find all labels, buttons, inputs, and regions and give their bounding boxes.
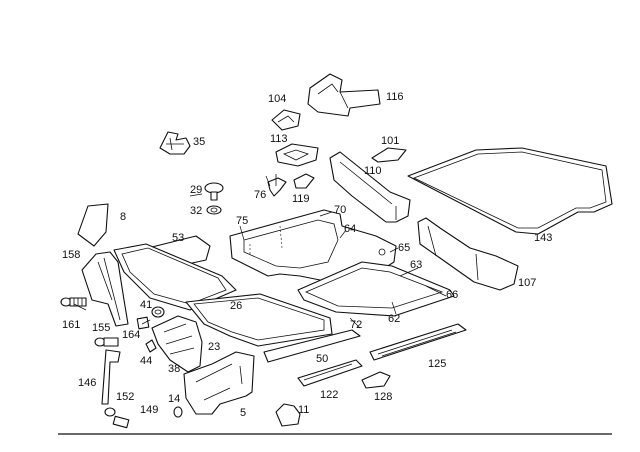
label-14: 14 — [168, 393, 180, 405]
part-29-clip — [204, 182, 224, 201]
label-146: 146 — [78, 377, 96, 389]
part-110-panel — [329, 151, 411, 223]
label-38: 38 — [168, 363, 180, 375]
label-143: 143 — [534, 232, 552, 244]
label-113: 113 — [270, 133, 288, 145]
label-125: 125 — [428, 358, 446, 370]
label-41: 41 — [140, 299, 152, 311]
part-35-bracket — [159, 131, 191, 155]
part-107-panel — [417, 217, 519, 291]
label-62: 62 — [388, 313, 400, 325]
part-161-bolt — [60, 297, 87, 307]
part-143-trunk-mat — [407, 147, 613, 235]
label-64: 64 — [344, 223, 356, 235]
label-75: 75 — [236, 215, 248, 227]
label-32: 32 — [190, 205, 202, 217]
part-116-duct — [307, 73, 381, 117]
label-35: 35 — [193, 136, 205, 148]
part-164-clip — [136, 316, 150, 330]
label-107: 107 — [518, 277, 536, 289]
part-8-pad — [77, 203, 109, 247]
label-161: 161 — [62, 319, 80, 331]
label-152: 152 — [116, 391, 134, 403]
part-50-sill-strip — [263, 329, 361, 363]
label-66: 66 — [446, 289, 458, 301]
label-26: 26 — [230, 300, 242, 312]
part-128-plate — [361, 371, 391, 389]
part-63-rear-mat — [297, 261, 455, 317]
label-65: 65 — [398, 242, 410, 254]
label-119: 119 — [292, 193, 310, 205]
label-72: 72 — [350, 319, 362, 331]
part-149-bolt — [104, 407, 130, 429]
label-50: 50 — [316, 353, 328, 365]
label-5: 5 — [240, 407, 246, 419]
part-146-bracket — [101, 349, 121, 405]
part-113-tray — [275, 143, 319, 167]
label-104: 104 — [268, 93, 286, 105]
part-76-fastener — [267, 174, 287, 197]
part-5-kick-panel — [183, 351, 255, 415]
label-11: 11 — [298, 404, 309, 416]
label-63: 63 — [410, 259, 422, 271]
label-8: 8 — [120, 211, 126, 223]
label-128: 128 — [374, 391, 392, 403]
part-11-clip — [275, 403, 301, 427]
part-158-trim — [81, 251, 129, 327]
part-101-panel — [371, 147, 407, 163]
label-70: 70 — [334, 204, 346, 216]
label-29: 29 — [190, 184, 202, 196]
label-76: 76 — [254, 189, 266, 201]
label-53: 53 — [172, 232, 184, 244]
label-158: 158 — [62, 249, 80, 261]
part-119-clip — [293, 173, 315, 189]
part-labels: 104 116 35 113 101 110 29 76 119 32 8 75… — [62, 91, 552, 419]
part-44-clip — [145, 339, 157, 353]
part-155-bolt — [94, 337, 119, 347]
part-32-nut — [206, 205, 222, 215]
part-41-plug — [151, 306, 165, 318]
part-122-sill-strip — [297, 359, 363, 387]
label-164: 164 — [122, 329, 140, 341]
label-44: 44 — [140, 355, 152, 367]
part-14-clip — [173, 406, 183, 418]
part-104-clip — [271, 109, 301, 131]
label-122: 122 — [320, 389, 338, 401]
label-110: 110 — [364, 165, 382, 177]
label-155: 155 — [92, 322, 110, 334]
part-23-trim — [151, 315, 203, 373]
label-116: 116 — [386, 91, 404, 103]
leader-lines — [73, 175, 447, 329]
label-23: 23 — [208, 341, 220, 353]
label-101: 101 — [381, 135, 399, 147]
part-125-sill-strip — [369, 323, 467, 361]
label-149: 149 — [140, 404, 158, 416]
part-26-second-mat — [185, 293, 333, 347]
